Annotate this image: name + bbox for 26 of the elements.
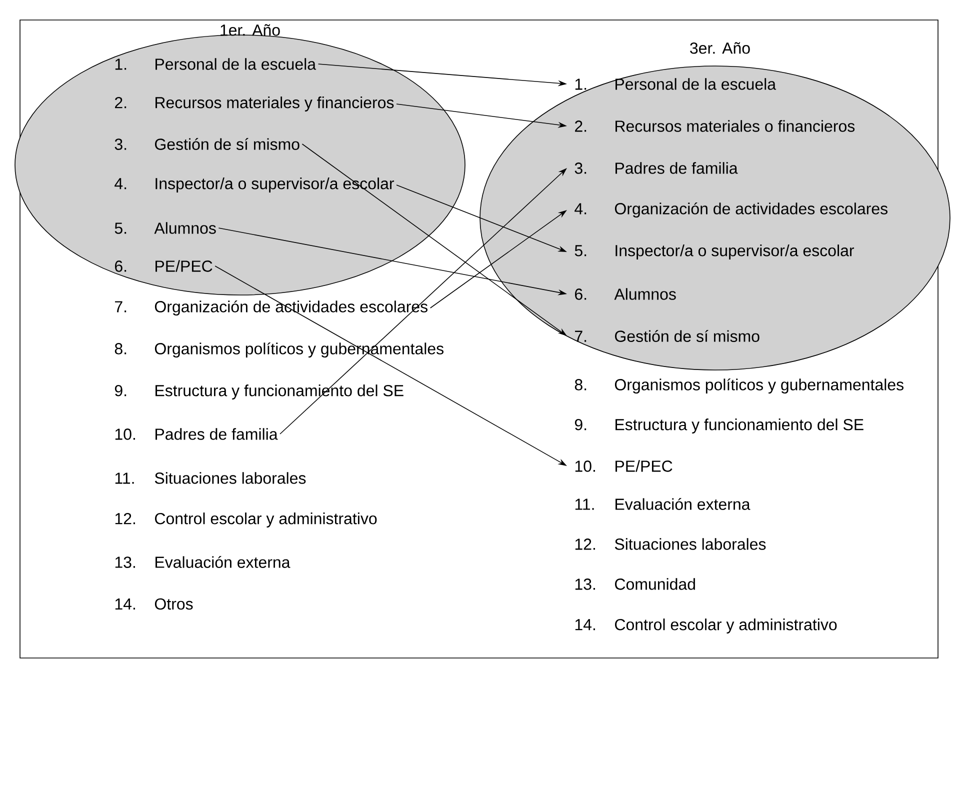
list-item: 11. Evaluación externa — [575, 498, 750, 510]
list-item: 13. Comunidad — [575, 578, 695, 590]
list-item: 14. Otros — [115, 598, 193, 610]
node-label: 1er. Año — [220, 24, 280, 36]
list-item: 1. Personal de la escuela — [115, 58, 316, 70]
list-item: 4. Organización de actividades escolares — [574, 202, 888, 218]
list-item: 2. Recursos materiales y financieros — [115, 96, 394, 112]
list-item: 10. Padres de familia — [115, 428, 278, 440]
list-item: 10. PE/PEC — [575, 460, 672, 472]
list-item: 6. Alumnos — [575, 288, 676, 300]
list-item: 8. Organismos políticos y gubernamentales — [574, 378, 904, 394]
list-item: 3. Padres de familia — [574, 162, 738, 174]
list-item: 6. PE/PEC — [115, 260, 212, 272]
list-item: 3. Gestión de sí mismo — [114, 138, 300, 150]
list-item: 9. Estructura y funcionamiento del SE — [574, 418, 864, 434]
list-item: 12. Situaciones laborales — [575, 538, 766, 550]
list-item: 2. Recursos materiales o financieros — [575, 120, 855, 132]
list-item: 5. Alumnos — [114, 222, 216, 234]
node-label: 3er. Año — [690, 42, 750, 54]
list-item: 12. Control escolar y administrativo — [115, 512, 377, 528]
list-item: 11. Situaciones laborales — [115, 472, 306, 484]
list-item: 14. Control escolar y administrativo — [575, 618, 837, 634]
list-item: 1. Personal de la escuela — [575, 78, 776, 90]
list-item: 7. Gestión de sí mismo — [575, 330, 760, 342]
list-item: 13. Evaluación externa — [115, 556, 290, 568]
list-item: 5. Inspector/a o supervisor/a escolar — [574, 244, 854, 260]
